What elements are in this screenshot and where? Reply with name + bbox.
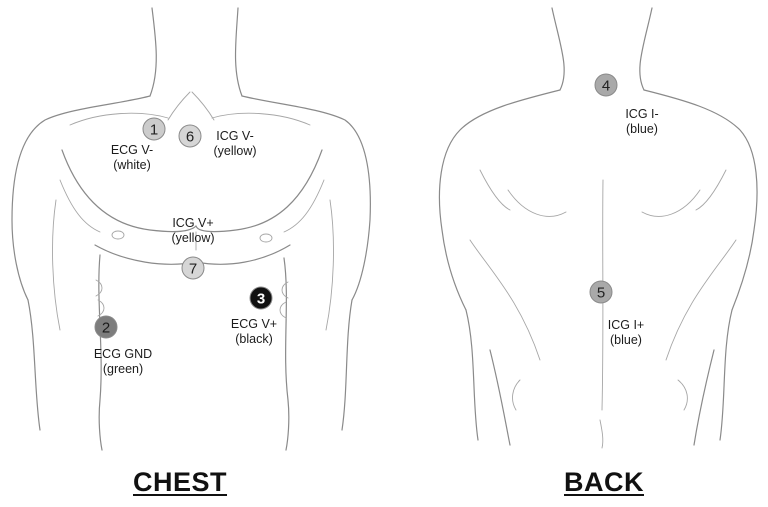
electrode-3-label: ECG V+ (black) xyxy=(218,317,290,347)
electrode-5-label-line1: ICG I+ xyxy=(596,318,656,333)
chest-caption: CHEST xyxy=(133,467,227,498)
electrode-7-label-line1: ICG V+ xyxy=(158,216,228,231)
electrode-3-label-line1: ECG V+ xyxy=(218,317,290,332)
electrode-7-label: ICG V+ (yellow) xyxy=(158,216,228,246)
electrode-markers: 1 6 7 3 2 4 5 xyxy=(95,74,617,338)
electrode-2-label-line1: ECG GND xyxy=(83,347,163,362)
electrode-3-label-line2: (black) xyxy=(218,332,290,347)
electrode-1-label-line1: ECG V- xyxy=(100,143,164,158)
electrode-6-label-line1: ICG V- xyxy=(200,129,270,144)
electrode-2-label: ECG GND (green) xyxy=(83,347,163,377)
back-caption: BACK xyxy=(564,467,644,498)
electrode-4-number: 4 xyxy=(602,78,610,95)
electrode-6-label-line2: (yellow) xyxy=(200,144,270,159)
electrode-6-marker: 6 xyxy=(179,125,201,147)
electrode-4-label: ICG I- (blue) xyxy=(612,107,672,137)
electrode-4-marker: 4 xyxy=(595,74,617,96)
electrode-4-label-line2: (blue) xyxy=(612,122,672,137)
electrode-1-label: ECG V- (white) xyxy=(100,143,164,173)
electrode-5-label-line2: (blue) xyxy=(596,333,656,348)
electrode-6-number: 6 xyxy=(186,129,194,146)
electrode-7-label-line2: (yellow) xyxy=(158,231,228,246)
electrode-7-marker: 7 xyxy=(182,257,204,279)
electrode-1-label-line2: (white) xyxy=(100,158,164,173)
back-torso-outline xyxy=(439,8,757,448)
electrode-3-number: 3 xyxy=(257,291,265,308)
electrode-1-marker: 1 xyxy=(143,118,165,140)
electrode-4-label-line1: ICG I- xyxy=(612,107,672,122)
electrode-2-number: 2 xyxy=(102,320,110,337)
electrode-5-label: ICG I+ (blue) xyxy=(596,318,656,348)
electrode-1-number: 1 xyxy=(150,122,158,139)
electrode-6-label: ICG V- (yellow) xyxy=(200,129,270,159)
electrode-2-label-line2: (green) xyxy=(83,362,163,377)
electrode-3-marker: 3 xyxy=(250,287,272,309)
electrode-7-number: 7 xyxy=(189,261,197,278)
electrode-5-marker: 5 xyxy=(590,281,612,303)
electrode-5-number: 5 xyxy=(597,285,605,302)
electrode-2-marker: 2 xyxy=(95,316,117,338)
